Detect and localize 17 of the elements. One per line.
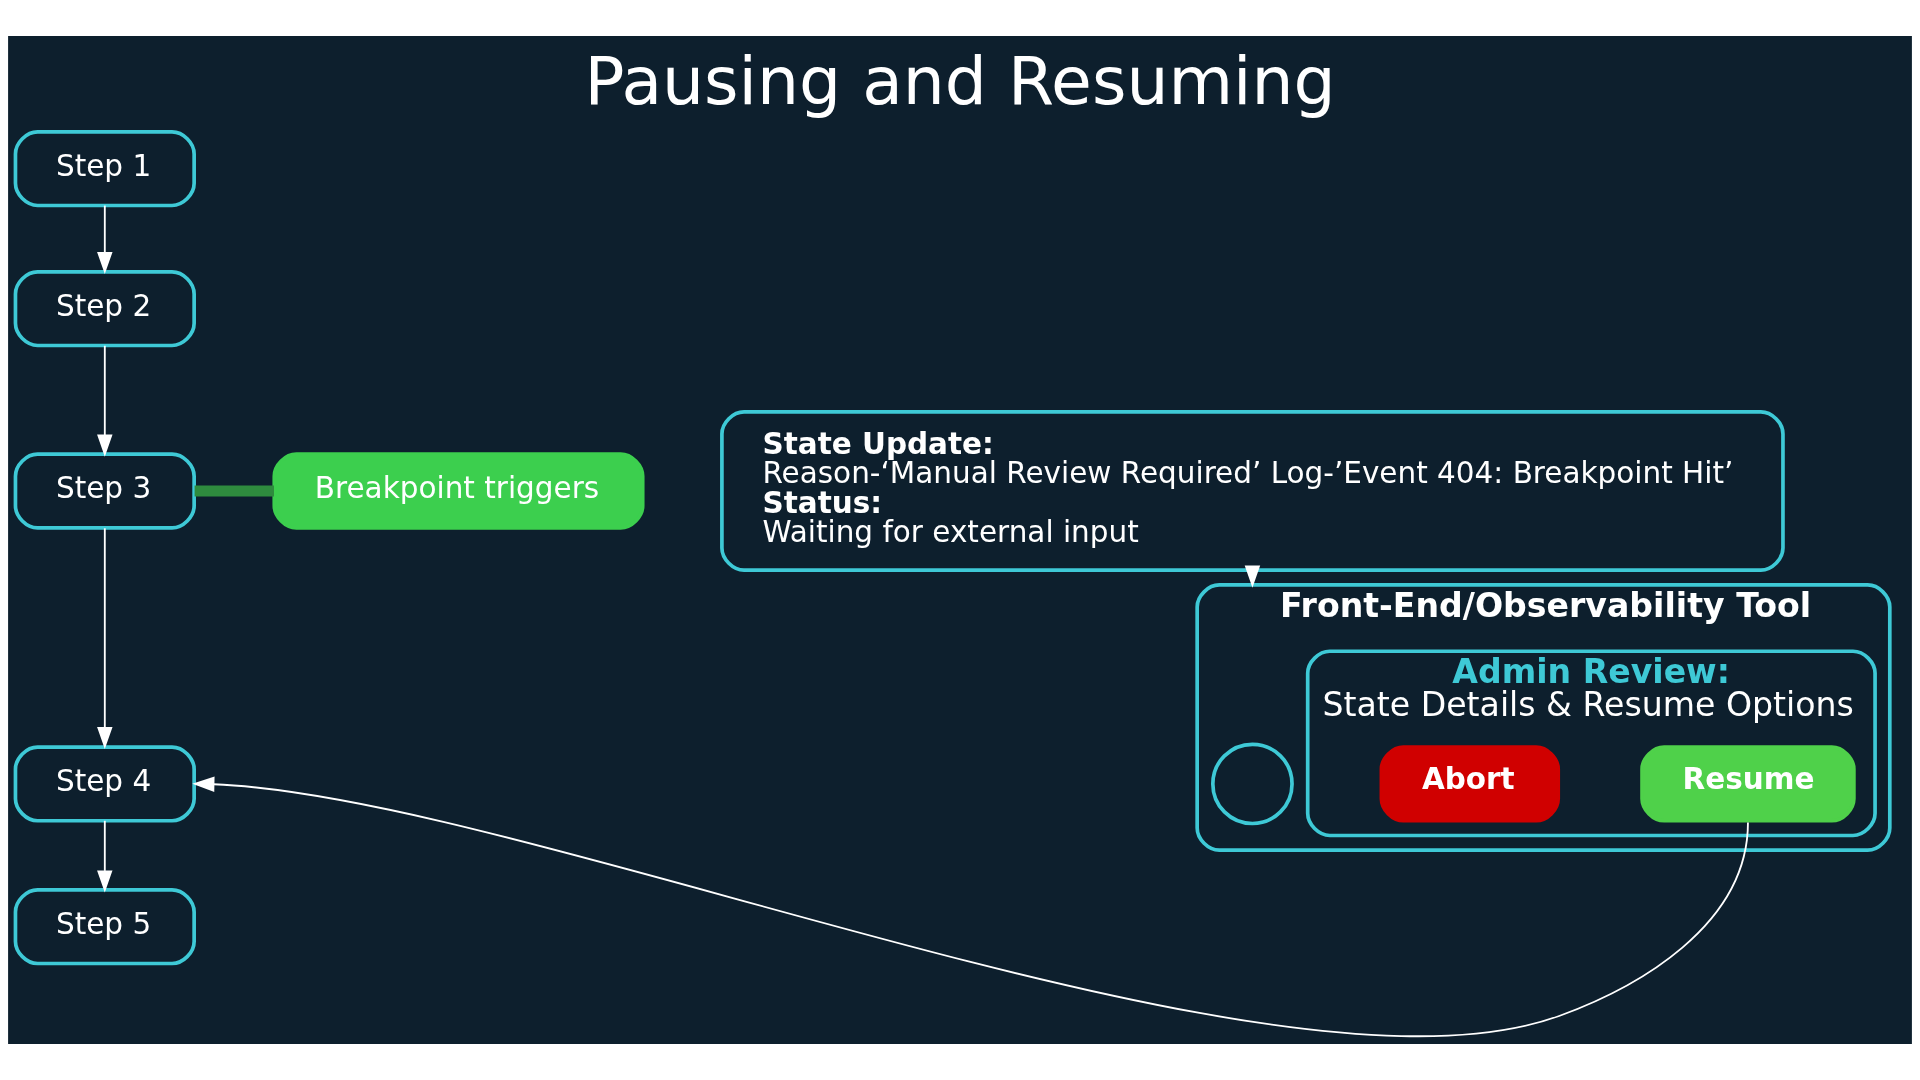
node-box: Abort (1379, 745, 1561, 823)
arrow (97, 344, 113, 457)
connector (194, 485, 274, 497)
node-box: Breakpoint triggers (272, 452, 645, 530)
arrow (97, 527, 113, 750)
arrow (97, 819, 113, 893)
arrow (1244, 565, 1261, 588)
node-box: Step 1 (13, 129, 196, 208)
node-person (1211, 742, 1294, 826)
node-box: Step 4 (13, 745, 196, 823)
node-box: Step 5 (13, 888, 196, 966)
arrow (97, 204, 113, 275)
arrow (192, 776, 1749, 1037)
node-box: Step 2 (13, 269, 196, 348)
node-box: Step 3 (13, 452, 196, 530)
node-box: Resume (1640, 745, 1856, 823)
diagram-title: Pausing and Resuming (584, 41, 1336, 120)
